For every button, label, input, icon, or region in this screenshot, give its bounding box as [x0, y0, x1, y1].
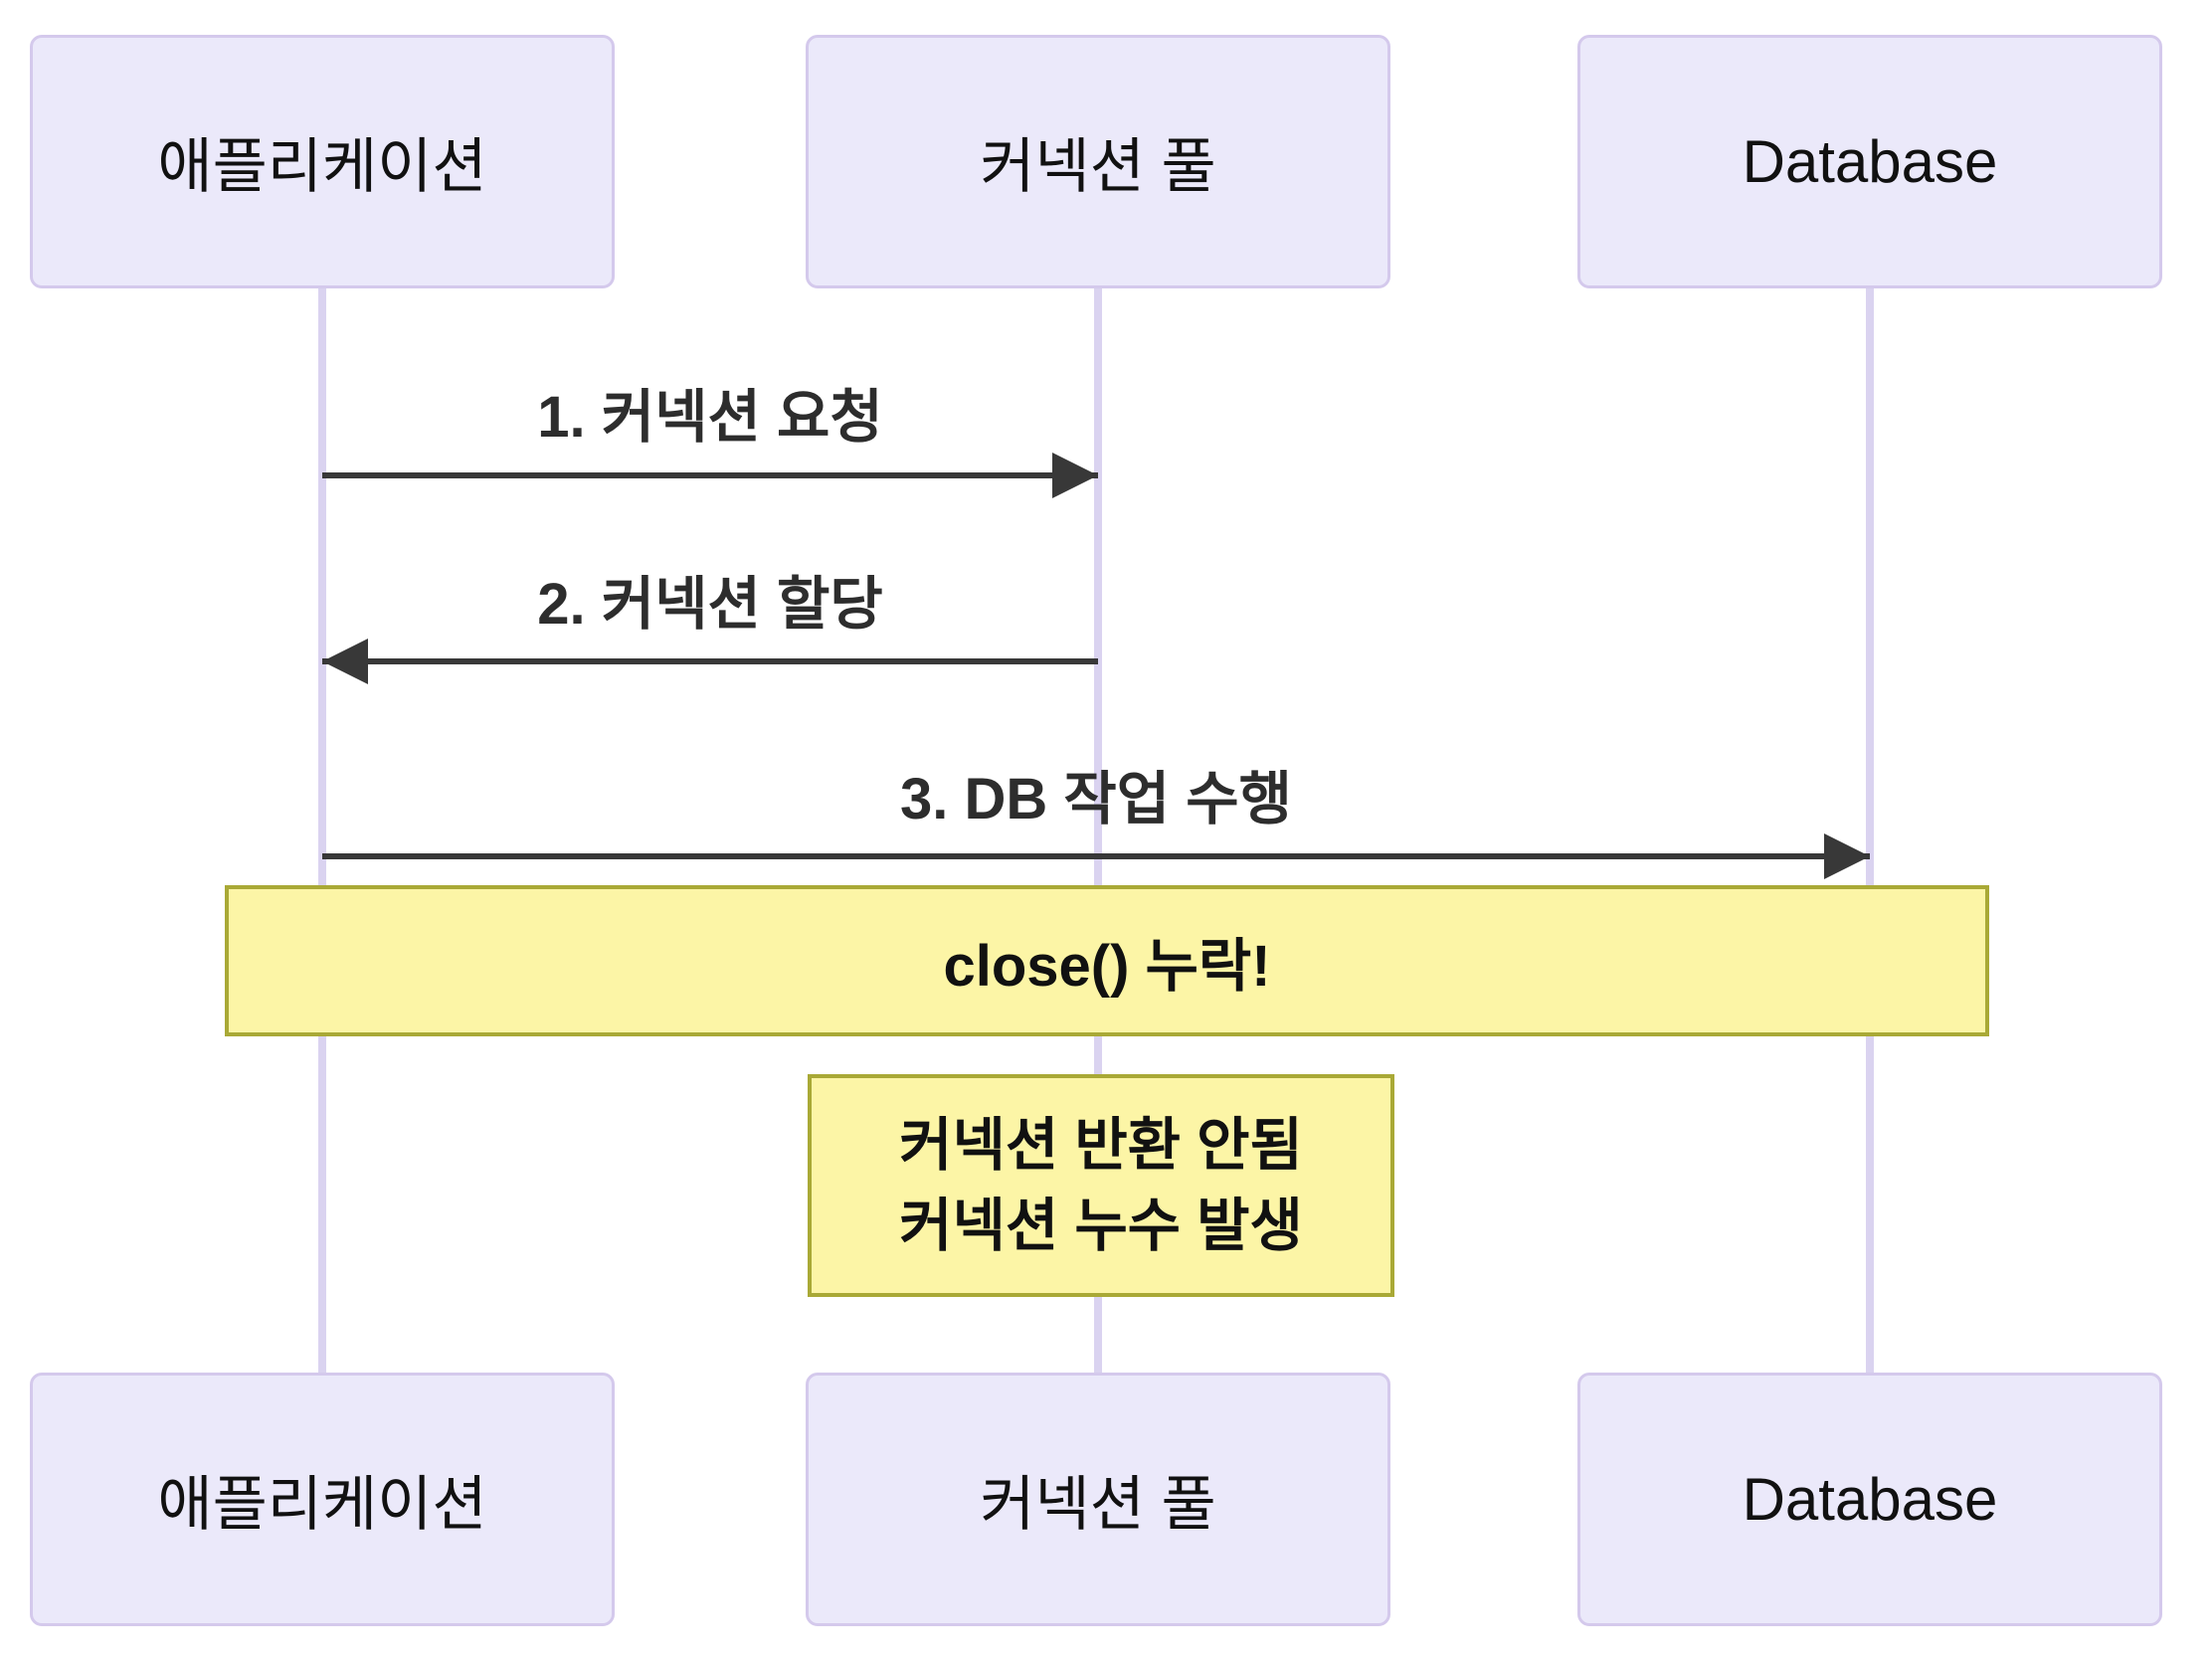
- actor-label-application: 애플리케이션: [157, 1471, 487, 1538]
- note-close-missing: close() 누락!: [225, 885, 1989, 1036]
- lifeline-connection-pool: [1094, 286, 1102, 1375]
- actor-box-connection-pool-bottom: 커넥션 풀: [806, 1373, 1390, 1626]
- actor-label-connection-pool: 커넥션 풀: [980, 1471, 1216, 1538]
- arrowhead-right-icon: [1052, 453, 1098, 498]
- arrowhead-right-icon: [1824, 833, 1870, 879]
- note-connection-leak-line-2: 커넥션 누수 발생: [899, 1194, 1303, 1258]
- message-3-arrow-line: [322, 853, 1870, 859]
- actor-box-connection-pool-top: 커넥션 풀: [806, 35, 1390, 288]
- lifeline-application: [318, 286, 326, 1375]
- actor-label-application: 애플리케이션: [157, 133, 487, 200]
- arrowhead-left-icon: [322, 639, 368, 684]
- actor-box-database-top: Database: [1577, 35, 2162, 288]
- note-connection-leak: 커넥션 반환 안됨 커넥션 누수 발생: [808, 1074, 1394, 1297]
- lifeline-database: [1866, 286, 1874, 1375]
- actor-label-database: Database: [1742, 1466, 1998, 1533]
- actor-box-application-bottom: 애플리케이션: [30, 1373, 615, 1626]
- note-close-missing-text: close() 누락!: [943, 934, 1271, 999]
- message-3-label: 3. DB 작업 수행: [900, 767, 1292, 831]
- actor-box-application-top: 애플리케이션: [30, 35, 615, 288]
- note-connection-leak-line-1: 커넥션 반환 안됨: [899, 1112, 1303, 1178]
- actor-label-connection-pool: 커넥션 풀: [980, 133, 1216, 200]
- message-2-arrow-line: [322, 658, 1098, 664]
- actor-box-database-bottom: Database: [1577, 1373, 2162, 1626]
- message-1-label: 1. 커넥션 요청: [537, 385, 883, 450]
- message-1-arrow-line: [322, 472, 1098, 478]
- message-2-label: 2. 커넥션 할당: [537, 572, 883, 637]
- actor-label-database: Database: [1742, 128, 1998, 195]
